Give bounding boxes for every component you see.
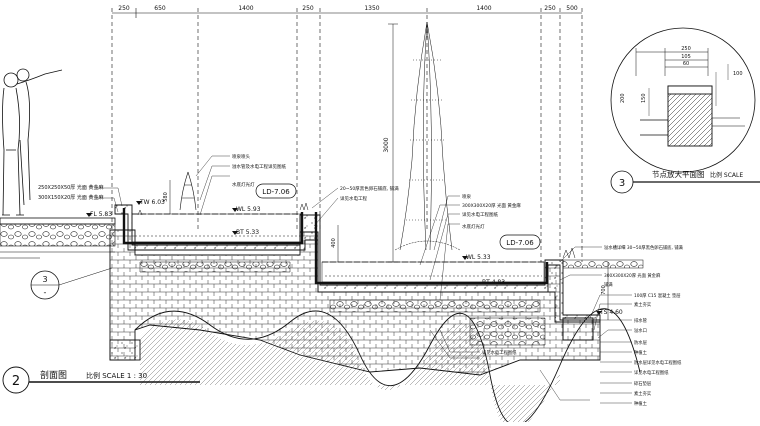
svg-text:LD-7.06: LD-7.06 <box>262 188 290 196</box>
svg-text:铺满: 铺满 <box>604 281 613 288</box>
jet-height-dimension <box>388 23 398 263</box>
level-triangles <box>86 201 602 315</box>
level-ts-right: TS 4.60 <box>599 309 623 316</box>
notes-right: 溢水槽详细 30~50厚黑色卵石铺底, 铺满 300X300X20厚 光面 黄金… <box>482 244 683 407</box>
detail-dim: 200 <box>620 93 626 103</box>
dim-label: 650 <box>154 5 166 12</box>
detail-bubble: 250 105 60 100 150 200 <box>610 27 756 173</box>
section-scale: 比例 SCALE 1 : 30 <box>86 371 147 380</box>
dim-label: 1400 <box>238 5 253 12</box>
svg-text:碎石垫层: 碎石垫层 <box>634 380 652 387</box>
detail-title: 3 节点放大平面图 比例 SCALE <box>610 169 760 194</box>
detail-dim: 250 <box>681 46 691 52</box>
dim-label: 500 <box>566 5 578 12</box>
svg-text:详见水电工程: 详见水电工程 <box>340 195 367 202</box>
right-pavers <box>562 259 644 269</box>
dim-label: 250 <box>302 5 314 12</box>
notes-left: 250X250X50厚 光面 黄金麻 300X150X20厚 光面 黄金麻 <box>38 184 103 201</box>
people-figure <box>2 68 63 216</box>
section-title: 剖面图 <box>40 369 67 381</box>
level-tw-left: TW 6.03 <box>139 199 165 206</box>
svg-text:防水层: 防水层 <box>634 339 648 346</box>
svg-text:20~50厚黑色卵石铺底, 铺满: 20~50厚黑色卵石铺底, 铺满 <box>340 185 399 192</box>
svg-text:种植土: 种植土 <box>634 349 648 356</box>
notes-mid: 20~50厚黑色卵石铺底, 铺满 详见水电工程 <box>340 185 399 202</box>
detail-dim: 150 <box>641 93 647 103</box>
detail-dim: 105 <box>681 54 691 60</box>
level-fl-left: FL 5.83 <box>90 211 112 218</box>
vegetation <box>137 202 576 259</box>
drawing-title: 2 剖面图 比例 SCALE 1 : 30 <box>2 366 200 394</box>
ground-profile <box>134 308 641 426</box>
left-terrace <box>0 217 116 259</box>
detail-ref-right: LD-7.06 <box>499 234 541 250</box>
svg-text:300X150X20厚 光面 黄金麻: 300X150X20厚 光面 黄金麻 <box>38 194 103 201</box>
svg-text:防水层详见水电工程图纸: 防水层详见水电工程图纸 <box>634 359 682 366</box>
small-jet <box>179 171 197 211</box>
ground-hatch <box>140 319 560 426</box>
detail-ref-left: LD-7.06 <box>255 183 297 199</box>
svg-text:素土夯实: 素土夯实 <box>634 390 652 397</box>
lower-pool <box>321 261 545 283</box>
jet-height-label: 3000 <box>383 137 390 152</box>
top-dimension-line <box>111 8 583 262</box>
svg-text:3: 3 <box>42 275 47 284</box>
notes-top: 喷泉喷头 溢水管及水电工程详见图纸 水底灯光灯 <box>232 153 286 188</box>
svg-text:溢水槽详细 30~50厚黑色卵石铺底, 铺满: 溢水槽详细 30~50厚黑色卵石铺底, 铺满 <box>604 244 683 251</box>
right-wall-label: 700 <box>601 285 607 295</box>
top-dimension-labels: 250 650 1400 250 1350 1400 250 500 <box>118 5 578 12</box>
svg-text:详见水电工程图纸: 详见水电工程图纸 <box>462 211 498 218</box>
mid-wall-label: 400 <box>331 238 337 248</box>
svg-text:喷泉: 喷泉 <box>462 193 471 200</box>
svg-text:喷泉喷头: 喷泉喷头 <box>232 153 250 160</box>
level-wl-left: WL 5.93 <box>236 206 261 213</box>
notes-center: 喷泉 300X300X20厚 光面 黄金麻 详见水电工程图纸 水底灯光灯 <box>462 193 521 230</box>
level-wl-mid: WL 5.33 <box>466 254 491 261</box>
svg-text:水底灯光灯: 水底灯光灯 <box>232 181 255 188</box>
dim-label: 1400 <box>476 5 491 12</box>
leader-lines <box>96 155 632 404</box>
dim-label: 250 <box>118 5 130 12</box>
svg-text:2: 2 <box>12 374 20 389</box>
svg-text:300X300X20厚 光面 黄金麻: 300X300X20厚 光面 黄金麻 <box>604 272 661 279</box>
svg-text:LD-7.06: LD-7.06 <box>506 239 534 247</box>
svg-text:水底灯光灯: 水底灯光灯 <box>462 223 485 230</box>
detail-scale-text: 比例 SCALE <box>710 171 743 179</box>
fountain-jet <box>394 21 461 251</box>
detail-title-text: 节点放大平面图 <box>652 169 705 179</box>
svg-text:3: 3 <box>619 178 625 189</box>
left-wall-label: 580 <box>163 192 169 202</box>
svg-text:素土夯实: 素土夯实 <box>634 301 652 308</box>
upper-pool <box>131 213 303 243</box>
svg-text:详见水电工程图纸: 详见水电工程图纸 <box>634 369 669 376</box>
dim-label: 1350 <box>364 5 379 12</box>
detail-dim: 60 <box>683 61 689 67</box>
svg-text:溢水口: 溢水口 <box>634 327 647 334</box>
svg-text:排水管: 排水管 <box>634 317 648 324</box>
dim-label: 250 <box>544 5 556 12</box>
concrete-shell <box>114 204 601 323</box>
overflow-trench <box>562 317 594 341</box>
section-marker: 3 - <box>30 267 113 300</box>
level-markers: TW 6.03 FL 5.83 WL 5.93 BT 5.33 WL 5.33 … <box>90 199 623 316</box>
svg-text:-: - <box>44 288 47 297</box>
level-bt-left: BT 5.33 <box>236 229 259 236</box>
svg-text:详见水电工程图纸: 详见水电工程图纸 <box>482 349 517 356</box>
level-bt-right: BT 4.83 <box>482 279 505 286</box>
svg-text:300X300X20厚 光面 黄金麻: 300X300X20厚 光面 黄金麻 <box>462 202 521 209</box>
detail-dim: 100 <box>733 71 743 77</box>
svg-text:溢水管及水电工程详见图纸: 溢水管及水电工程详见图纸 <box>232 163 286 170</box>
svg-text:100厚 C15 混凝土 垫层: 100厚 C15 混凝土 垫层 <box>634 292 681 299</box>
svg-text:种植土: 种植土 <box>634 400 648 407</box>
svg-text:250X250X50厚 光面 黄金麻: 250X250X50厚 光面 黄金麻 <box>38 184 103 191</box>
footing <box>109 339 141 361</box>
